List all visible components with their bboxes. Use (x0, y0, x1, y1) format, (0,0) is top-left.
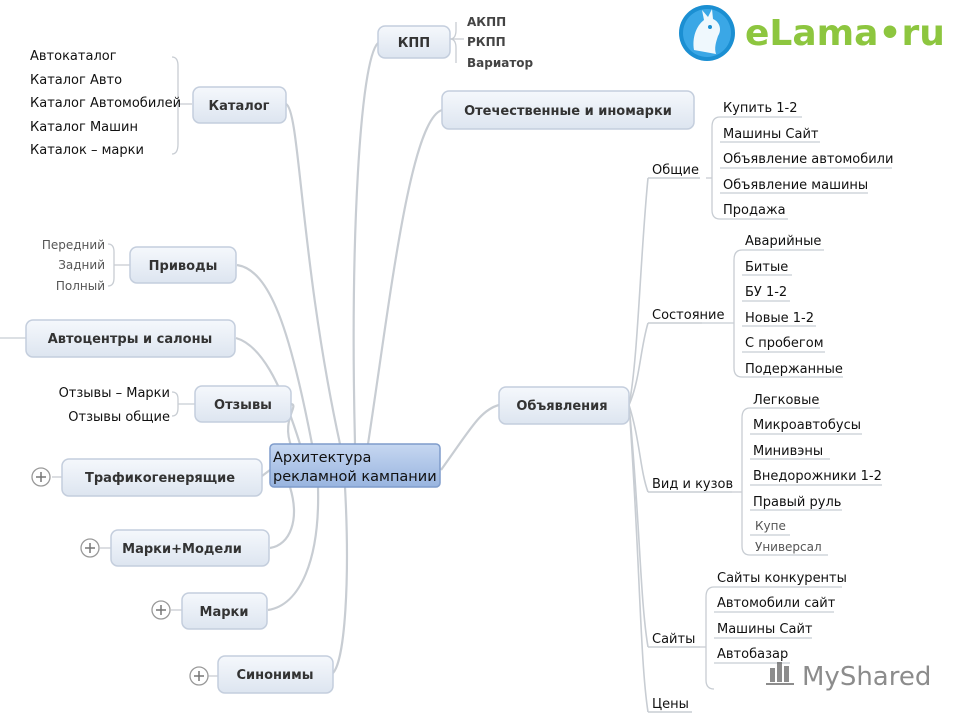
catalog-leaves: Автокаталог Каталог Авто Каталог Автомоб… (30, 49, 181, 158)
otzyvy-leaves: Отзывы – Марки Отзывы общие (59, 386, 170, 425)
privody-leaves: Передний Задний Полный (42, 238, 105, 293)
group-label[interactable]: Состояние (652, 308, 724, 323)
plus-circle-icon[interactable] (80, 538, 100, 558)
list-item[interactable]: Задний (58, 258, 105, 272)
list-item[interactable]: Объявление машины (723, 178, 868, 193)
kpp-leaves: АКПП РКПП Вариатор (467, 15, 534, 70)
topic-otzyvy-label: Отзывы (214, 398, 272, 413)
topic-traffic[interactable]: Трафикогенерящие (61, 458, 263, 497)
group-connectors (628, 177, 732, 713)
topic-privody-label: Приводы (149, 259, 218, 274)
list-item[interactable]: Полный (56, 279, 105, 293)
list-item[interactable]: Новые 1-2 (745, 311, 814, 326)
list-item[interactable]: Продажа (723, 203, 786, 218)
leaf-brackets (700, 116, 892, 690)
plus-circle-icon[interactable] (31, 467, 51, 487)
group-label[interactable]: Цены (652, 697, 689, 712)
list-item[interactable]: Микроавтобусы (753, 418, 861, 433)
topic-kpp[interactable]: КПП (377, 25, 451, 59)
list-item[interactable]: Автокаталог (30, 49, 117, 64)
topic-catalog-label: Каталог (209, 99, 270, 114)
left-brackets (0, 22, 464, 677)
list-item[interactable]: Минивэны (753, 444, 823, 459)
list-item[interactable]: Правый руль (753, 495, 841, 510)
topic-otech-label: Отечественные и иномарки (464, 104, 672, 119)
list-item[interactable]: Аварийные (745, 234, 821, 249)
lama-logo-icon (679, 5, 735, 61)
list-item[interactable]: Вариатор (467, 56, 534, 70)
watermark-text: MyShared (802, 662, 931, 692)
list-item[interactable]: БУ 1-2 (745, 285, 787, 300)
group-obshie: Общие Купить 1-2 Машины Сайт Объявление … (652, 101, 893, 218)
topic-sinonimy[interactable]: Синонимы (217, 655, 334, 694)
group-vid: Вид и кузов Легковые Микроавтобусы Минив… (652, 393, 882, 554)
list-item[interactable]: Универсал (755, 540, 822, 554)
list-item[interactable]: Каталог Автомобилей (30, 96, 181, 111)
topic-traffic-label: Трафикогенерящие (85, 471, 235, 486)
list-item[interactable]: Легковые (753, 393, 819, 408)
topic-kpp-label: КПП (398, 36, 430, 51)
topic-sinonimy-label: Синонимы (236, 668, 313, 683)
topic-privody[interactable]: Приводы (129, 246, 237, 284)
topic-marki-modeli-label: Марки+Модели (122, 542, 242, 557)
group-sostoyanie: Состояние Аварийные Битые БУ 1-2 Новые 1… (652, 234, 843, 377)
group-label[interactable]: Общие (652, 163, 699, 178)
topic-otech[interactable]: Отечественные и иномарки (441, 90, 695, 130)
list-item[interactable]: Битые (745, 260, 788, 275)
list-item[interactable]: Подержанные (745, 362, 843, 377)
list-item[interactable]: АКПП (467, 15, 506, 29)
topic-catalog[interactable]: Каталог (192, 86, 287, 124)
list-item[interactable]: Внедорожники 1-2 (753, 469, 882, 484)
list-item[interactable]: РКПП (467, 35, 506, 49)
list-item[interactable]: Машины Сайт (723, 127, 819, 142)
list-item[interactable]: Отзывы – Марки (59, 386, 170, 401)
list-item[interactable]: Автобазар (717, 647, 788, 662)
list-item[interactable]: Сайты конкуренты (717, 571, 847, 586)
myshared-icon (766, 662, 794, 685)
list-item[interactable]: Отзывы общие (68, 410, 170, 425)
plus-circle-icon[interactable] (151, 600, 171, 620)
topic-otzyvy[interactable]: Отзывы (194, 385, 292, 423)
list-item[interactable]: С пробегом (745, 336, 824, 351)
topic-marki[interactable]: Марки (181, 592, 268, 630)
topic-marki-modeli[interactable]: Марки+Модели (110, 529, 270, 567)
topic-autocenters-label: Автоцентры и салоны (48, 332, 213, 347)
list-item[interactable]: Купить 1-2 (723, 101, 797, 116)
list-item[interactable]: Автомобили сайт (717, 596, 836, 611)
topic-marki-label: Марки (200, 605, 249, 620)
list-item[interactable]: Каталог Авто (30, 73, 122, 88)
central-topic[interactable]: Архитектура рекламной кампании (269, 443, 441, 488)
topic-obyavleniya[interactable]: Объявления (498, 386, 630, 425)
logo-text: eLama•ru (745, 13, 945, 54)
topic-autocenters[interactable]: Автоцентры и салоны (25, 319, 236, 358)
group-ceny: Цены (652, 697, 689, 712)
connectors (235, 42, 500, 674)
group-saity: Сайты Сайты конкуренты Автомобили сайт М… (652, 571, 847, 662)
topic-obyavleniya-label: Объявления (516, 399, 607, 414)
plus-circle-icon[interactable] (189, 666, 209, 686)
list-item[interactable]: Купе (755, 519, 786, 533)
central-topic-line2: рекламной кампании (273, 469, 437, 485)
group-label[interactable]: Сайты (652, 632, 695, 647)
group-label[interactable]: Вид и кузов (652, 477, 733, 492)
list-item[interactable]: Объявление автомобили (723, 152, 893, 167)
list-item[interactable]: Передний (42, 238, 105, 252)
list-item[interactable]: Машины Сайт (717, 622, 813, 637)
central-topic-line1: Архитектура (273, 450, 371, 466)
list-item[interactable]: Каталок – марки (30, 143, 144, 158)
list-item[interactable]: Каталог Машин (30, 120, 138, 135)
